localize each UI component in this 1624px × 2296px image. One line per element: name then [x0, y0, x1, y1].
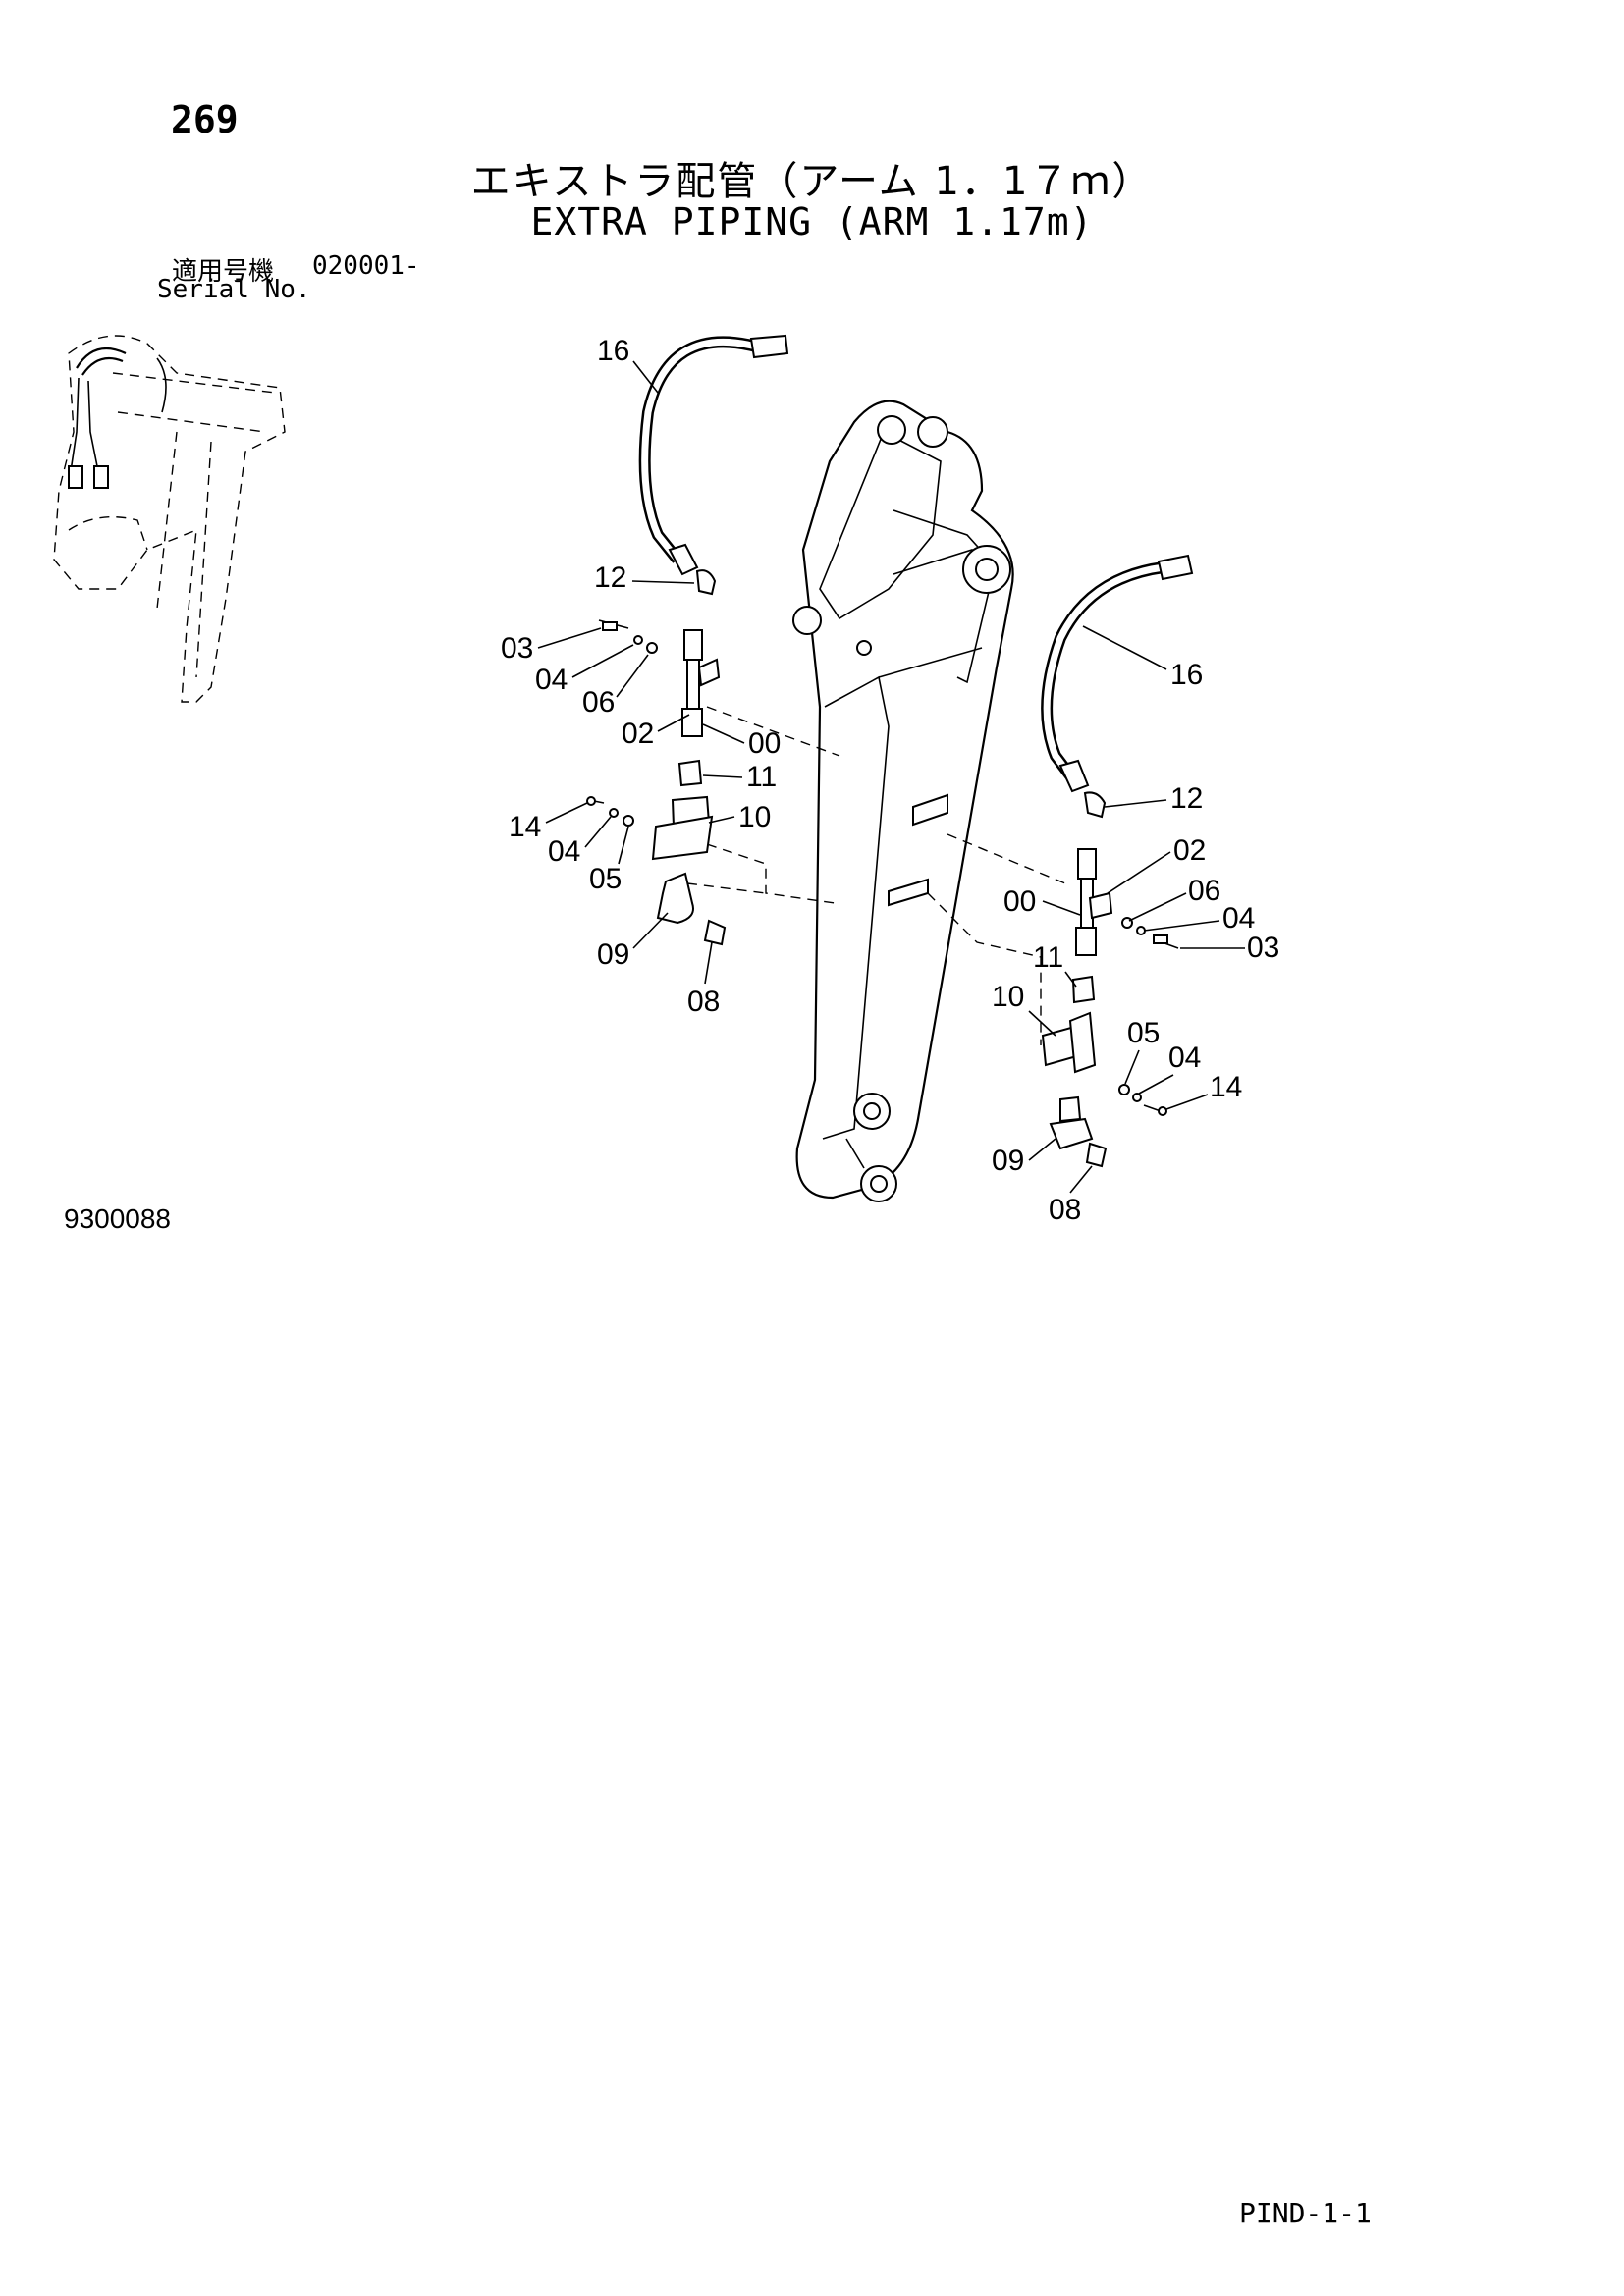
callout-right-09: 09 — [992, 1145, 1024, 1177]
left-piping-assembly: 16 12 03 04 06 02 00 11 14 04 05 10 09 0… — [501, 334, 789, 1018]
callout-left-04b: 04 — [548, 835, 580, 868]
callout-right-14: 14 — [1210, 1071, 1242, 1103]
title-english: EXTRA PIPING (ARM 1.17m) — [530, 200, 1094, 243]
callout-right-06: 06 — [1188, 875, 1220, 907]
callout-right-02: 02 — [1173, 834, 1206, 867]
callout-right-04a: 04 — [1222, 902, 1255, 934]
serial-label-english: Serial No. — [157, 275, 311, 304]
callout-left-04a: 04 — [535, 664, 568, 696]
callout-left-02: 02 — [622, 718, 654, 750]
callout-right-16: 16 — [1170, 659, 1203, 691]
callout-left-00: 00 — [748, 727, 781, 760]
callout-left-05: 05 — [589, 863, 622, 895]
callout-right-03: 03 — [1247, 932, 1279, 964]
locator-thumbnail — [53, 335, 286, 703]
callout-left-11: 11 — [746, 761, 777, 793]
callout-right-00: 00 — [1003, 885, 1036, 918]
callout-right-12: 12 — [1170, 782, 1203, 815]
arm-body — [792, 400, 1014, 1202]
page-number: 269 — [171, 98, 239, 141]
serial-label-japanese: 適用号機 — [172, 257, 275, 287]
callout-right-05: 05 — [1127, 1017, 1160, 1049]
callout-left-08: 08 — [687, 986, 720, 1018]
callout-left-10: 10 — [738, 801, 771, 833]
callout-left-12: 12 — [594, 561, 626, 594]
callout-right-10: 10 — [992, 981, 1024, 1013]
callout-right-08: 08 — [1049, 1194, 1081, 1226]
title-japanese: エキストラ配管（アーム 1．1７ｍ） — [470, 159, 1154, 204]
assembly-lines — [686, 706, 1066, 1045]
figure-number: 9300088 — [64, 1203, 172, 1234]
callout-left-09: 09 — [597, 938, 629, 971]
callout-left-14: 14 — [509, 811, 541, 843]
right-piping-assembly: 16 12 02 00 06 04 03 11 10 05 04 14 09 0… — [992, 554, 1279, 1226]
callout-left-03: 03 — [501, 632, 533, 665]
callout-right-04b: 04 — [1168, 1041, 1201, 1074]
callout-left-06: 06 — [582, 686, 615, 719]
callout-right-11: 11 — [1033, 941, 1063, 974]
serial-number-value: 020001- — [312, 251, 420, 281]
callout-left-16: 16 — [597, 335, 629, 367]
page-code: PIND-1-1 — [1239, 2197, 1372, 2229]
